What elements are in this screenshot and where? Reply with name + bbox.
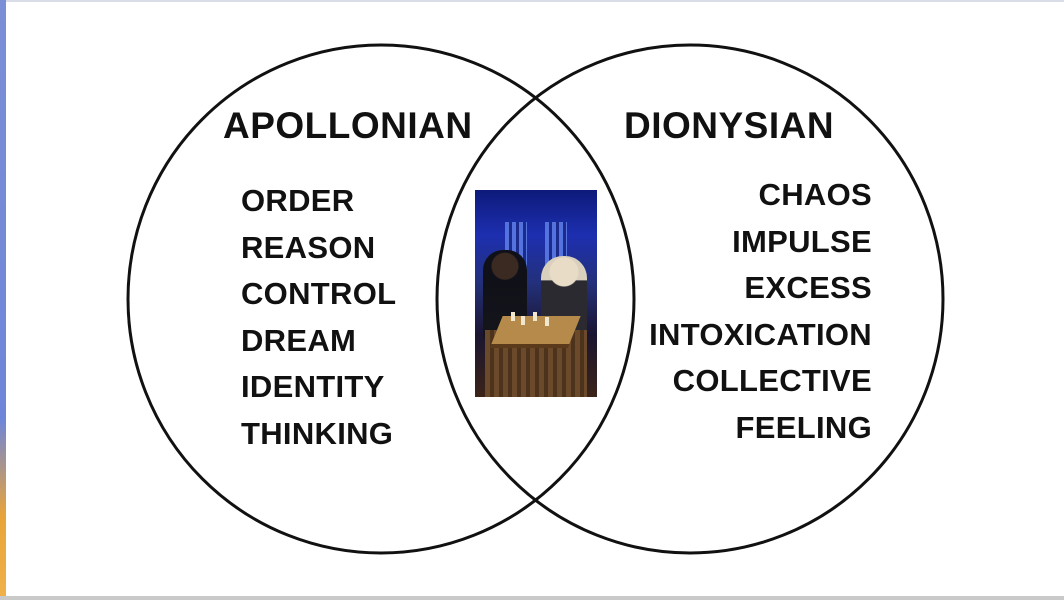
apollonian-item: DREAM: [241, 322, 357, 358]
window-left-edge: [0, 0, 6, 600]
dionysian-item: IMPULSE: [732, 223, 872, 259]
dionysian-item: INTOXICATION: [649, 316, 872, 352]
apollonian-list: ORDER REASON CONTROL DREAM IDENTITY THIN…: [241, 178, 396, 457]
chess-piece: [511, 312, 515, 321]
apollonian-item: IDENTITY: [241, 369, 385, 404]
dionysian-item: EXCESS: [744, 270, 872, 305]
apollonian-title: APOLLONIAN: [223, 105, 473, 146]
dionysian-list: CHAOS IMPULSE EXCESS INTOXICATION COLLEC…: [649, 172, 872, 451]
apollonian-item: REASON: [241, 229, 376, 265]
apollonian-circle: [126, 43, 636, 555]
apollonian-item: CONTROL: [241, 276, 397, 311]
dionysian-circle: [435, 43, 945, 555]
chess-piece: [533, 312, 537, 321]
chess-piece: [521, 316, 525, 325]
window-bottom-edge: [0, 596, 1064, 600]
dionysian-item: CHAOS: [758, 177, 872, 212]
dionysian-title: DIONYSIAN: [624, 105, 835, 146]
window-top-edge: [0, 0, 1064, 2]
dionysian-item: FEELING: [735, 409, 872, 445]
apollonian-item: THINKING: [241, 415, 394, 451]
intersection-photo: [475, 190, 597, 397]
dionysian-item: COLLECTIVE: [672, 363, 872, 398]
chess-piece: [545, 317, 549, 326]
apollonian-item: ORDER: [241, 183, 355, 218]
